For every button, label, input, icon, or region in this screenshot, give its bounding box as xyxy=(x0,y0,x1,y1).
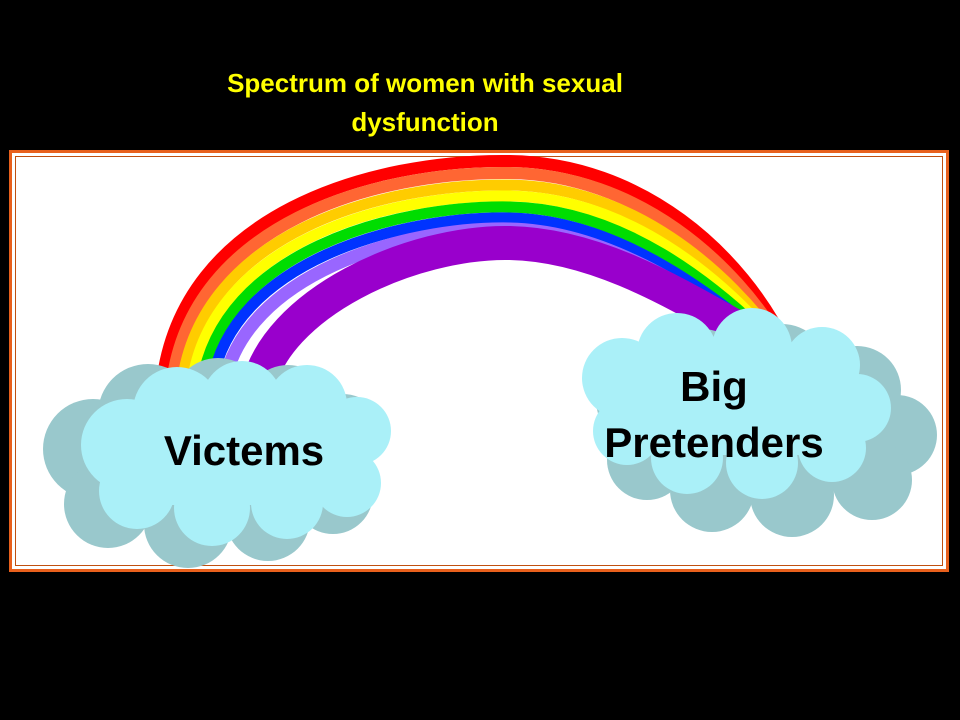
cloud-icon-left: Victems xyxy=(43,358,391,568)
label-big: Big xyxy=(680,363,748,410)
rainbow-icon xyxy=(156,154,793,396)
cloud-icon-right: Big Pretenders xyxy=(582,308,937,537)
slide-title: Spectrum of women with sexual dysfunctio… xyxy=(0,64,850,142)
rainbow-band-purple xyxy=(240,225,781,396)
rainbow-band-green xyxy=(196,201,782,384)
title-line-1: Spectrum of women with sexual xyxy=(227,68,623,98)
rainbow-band-orange xyxy=(166,166,790,384)
rainbow-band-red xyxy=(156,154,793,384)
illustration-frame: Victems xyxy=(9,150,949,572)
title-line-2: dysfunction xyxy=(351,107,499,137)
illustration: Victems xyxy=(43,154,937,568)
rainbow-band-gold xyxy=(176,179,787,384)
rainbow-band-yellow xyxy=(186,190,785,384)
label-pretenders: Pretenders xyxy=(604,419,823,466)
label-victems: Victems xyxy=(164,427,324,474)
